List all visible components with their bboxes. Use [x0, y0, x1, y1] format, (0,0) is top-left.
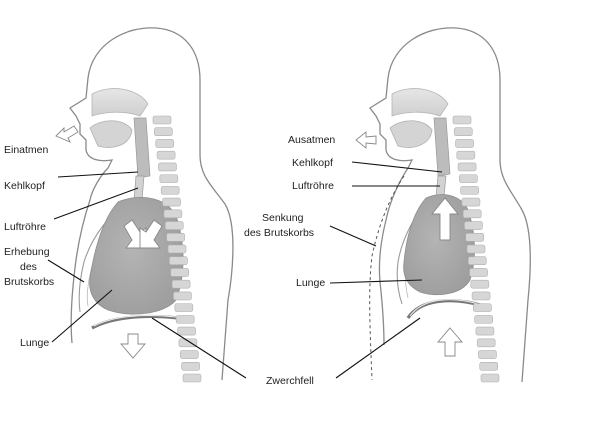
label-erhebung-line3: Brutskorbs [4, 276, 55, 288]
vertebra [171, 279, 191, 289]
vertebra [460, 186, 479, 195]
label-senkung-line2: des Brutskorbs [244, 227, 315, 239]
left-diaphragm-highlight [93, 314, 177, 327]
vertebra [476, 338, 496, 348]
right-tongue [389, 120, 433, 148]
vertebra [152, 115, 172, 125]
leader-erhebung [47, 259, 85, 283]
leader-kehlkopf-left [57, 171, 139, 178]
leader-luftroehre-left [53, 187, 139, 220]
leader-kehlkopf-right [351, 161, 443, 173]
arrow-left-icon [355, 131, 377, 149]
vertebra [175, 315, 195, 324]
label-senkung-line1: Senkung [262, 212, 304, 224]
label-luftroehre-left: Luftröhre [4, 221, 47, 233]
vertebra [469, 268, 488, 277]
vertebra [455, 139, 474, 148]
vertebra [457, 162, 477, 172]
label-luftroehre-right: Luftröhre [292, 180, 335, 192]
left-face-outline [69, 77, 114, 344]
label-einatmen: Einatmen [4, 144, 49, 156]
vertebra [167, 244, 187, 254]
arrow-up-icon [431, 197, 459, 241]
vertebra [461, 197, 481, 207]
vertebra [471, 291, 491, 301]
right-airway [391, 88, 449, 117]
vertebra [466, 244, 486, 254]
vertebra [474, 315, 493, 324]
leader-lunge-right [329, 279, 423, 284]
vertebra [163, 209, 183, 219]
leader-lines [47, 161, 443, 379]
vertebra [478, 350, 497, 359]
right-spine [452, 115, 500, 383]
vertebra [456, 150, 476, 160]
vertebra [467, 256, 487, 266]
right-diaphragm [406, 299, 485, 319]
vertebra [160, 186, 180, 195]
label-erhebung-line1: Erhebung [4, 246, 50, 258]
vertebra [164, 221, 184, 230]
right-body-outline [387, 27, 531, 383]
vertebra [479, 361, 499, 371]
right-throat [433, 117, 451, 177]
vertebra [169, 256, 188, 266]
vertebra [473, 303, 492, 312]
right-diaphragm-highlight [409, 299, 483, 317]
vertebra [162, 197, 181, 207]
vertebra [475, 326, 495, 336]
vertebra [470, 279, 490, 289]
arrow-down-icon [139, 219, 163, 249]
vertebra [179, 350, 199, 359]
vertebra [480, 373, 500, 383]
left-spine [152, 115, 202, 383]
leader-zwerchfell-left [151, 317, 247, 379]
label-kehlkopf-right: Kehlkopf [292, 157, 333, 169]
left-airway [91, 88, 149, 117]
vertebra [459, 174, 478, 183]
vertebra [166, 232, 185, 242]
vertebra [182, 373, 202, 383]
vertebra [158, 162, 177, 172]
vertebra [154, 127, 173, 137]
right-figure [369, 27, 531, 383]
vertebra [156, 150, 176, 160]
vertebra [177, 326, 196, 336]
vertebra [465, 232, 485, 242]
right-dashed-chest [369, 175, 405, 381]
leader-senkung [329, 225, 377, 247]
leader-lunge-left [51, 289, 113, 343]
left-tongue [89, 120, 133, 148]
left-diaphragm [91, 314, 179, 330]
vertebra [181, 361, 200, 371]
label-kehlkopf-left: Kehlkopf [4, 180, 45, 192]
label-lunge-right: Lunge [296, 277, 326, 289]
label-lunge-left: Lunge [20, 337, 50, 349]
vertebra [178, 338, 198, 348]
vertebra [452, 115, 472, 125]
arrow-right-icon [55, 125, 79, 143]
vertebra [462, 209, 482, 219]
left-body-outline [87, 27, 234, 381]
vertebra [464, 221, 483, 230]
vertebra [155, 139, 175, 148]
left-throat [133, 117, 151, 179]
right-face-outline [369, 77, 414, 346]
label-ausatmen: Ausatmen [288, 134, 336, 146]
leader-zwerchfell-right [335, 317, 421, 379]
vertebra [174, 303, 194, 312]
arrow-down-icon [120, 333, 146, 359]
label-erhebung-line2: des [20, 261, 37, 273]
label-zwerchfell: Zwerchfell [266, 375, 314, 387]
vertebra [453, 127, 473, 137]
arrow-up-icon [437, 327, 463, 357]
vertebra [173, 291, 192, 301]
vertebra [159, 174, 179, 183]
vertebra [170, 268, 190, 277]
left-trachea [133, 175, 145, 201]
